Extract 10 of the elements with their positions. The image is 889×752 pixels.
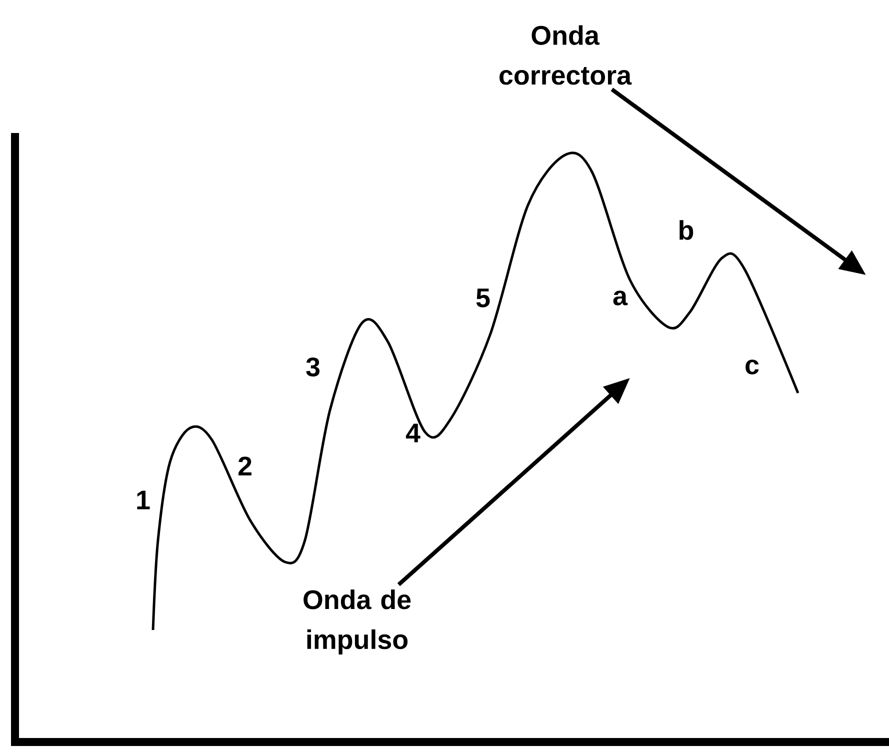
text-label: Onda correctora	[500, 25, 632, 85]
wave-label: 1	[137, 490, 150, 510]
wave-label: 4	[406, 424, 420, 442]
wave-label: 5	[476, 288, 490, 308]
wave-label: 3	[306, 357, 320, 377]
wave-label: 2	[238, 456, 252, 476]
text-label: Onda de impulso	[304, 590, 411, 654]
wave-label: c	[746, 360, 759, 374]
wave-label: b	[680, 220, 694, 240]
wave-label: a	[613, 290, 628, 306]
